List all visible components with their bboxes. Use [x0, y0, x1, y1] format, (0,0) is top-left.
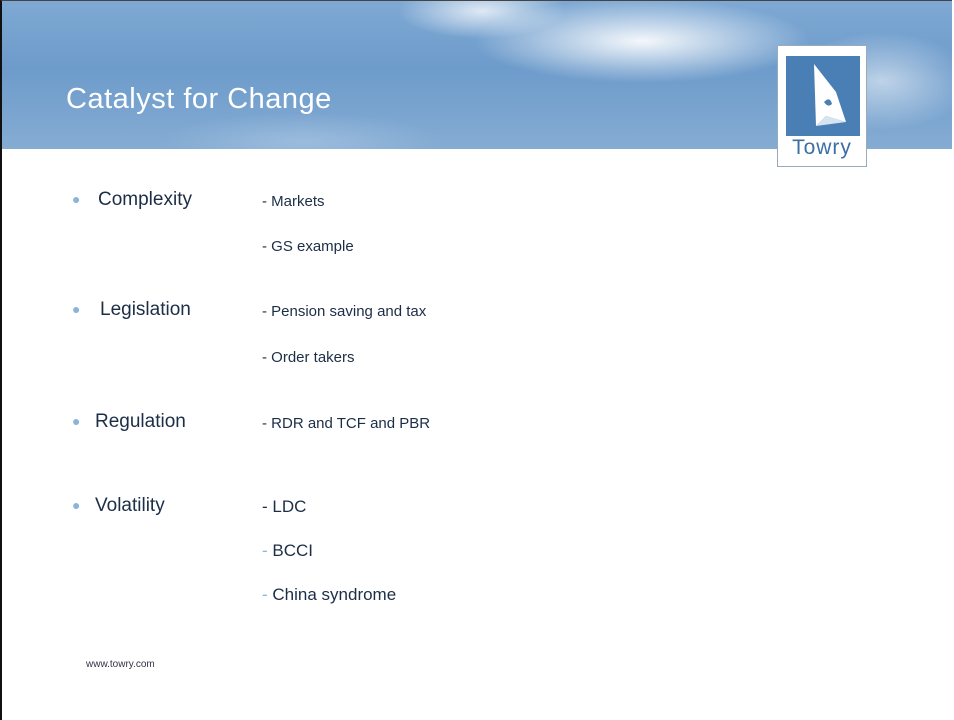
bullet-label: Regulation [95, 411, 186, 432]
footer-url: www.towry.com [86, 659, 155, 670]
dash-marker: - [262, 541, 273, 560]
sub-item: - LDC [262, 497, 307, 516]
sub-item: - GS example [262, 238, 354, 255]
sub-item-text: BCCI [272, 541, 314, 560]
bullet-legislation: ● Legislation - Pension saving and tax [2, 299, 952, 329]
sub-item-text: China syndrome [272, 585, 397, 604]
kite-logo-icon [786, 56, 860, 136]
sub-item: - Order takers [262, 349, 355, 366]
bullet-dot-icon: ● [72, 413, 81, 429]
sub-row: - Order takers [2, 345, 952, 375]
slide-title: Catalyst for Change [66, 83, 332, 115]
bullet-label: Complexity [98, 189, 192, 210]
bullet-volatility: ● Volatility - LDC [2, 495, 952, 525]
sub-row: - BCCI [2, 539, 952, 569]
sub-row: - GS example [2, 234, 952, 264]
sub-item: - China syndrome [262, 585, 396, 605]
bullet-dot-icon: ● [72, 497, 81, 513]
bullet-regulation: ● Regulation - RDR and TCF and PBR [2, 411, 952, 441]
bullet-complexity: ● Complexity - Markets [2, 189, 952, 219]
bullet-label: Legislation [100, 299, 191, 320]
bullet-label: Volatility [95, 495, 165, 516]
sub-item: - BCCI [262, 541, 313, 561]
sub-row: - China syndrome [2, 583, 952, 613]
bullet-dot-icon: ● [72, 301, 81, 317]
bullet-dot-icon: ● [72, 191, 81, 207]
logo-text: Towry [792, 136, 852, 159]
sub-item: - RDR and TCF and PBR [262, 415, 431, 432]
towry-logo: Towry [777, 45, 867, 167]
sub-item: - Markets [262, 193, 325, 210]
dash-marker: - [262, 585, 273, 604]
sub-item: - Pension saving and tax [262, 303, 427, 320]
